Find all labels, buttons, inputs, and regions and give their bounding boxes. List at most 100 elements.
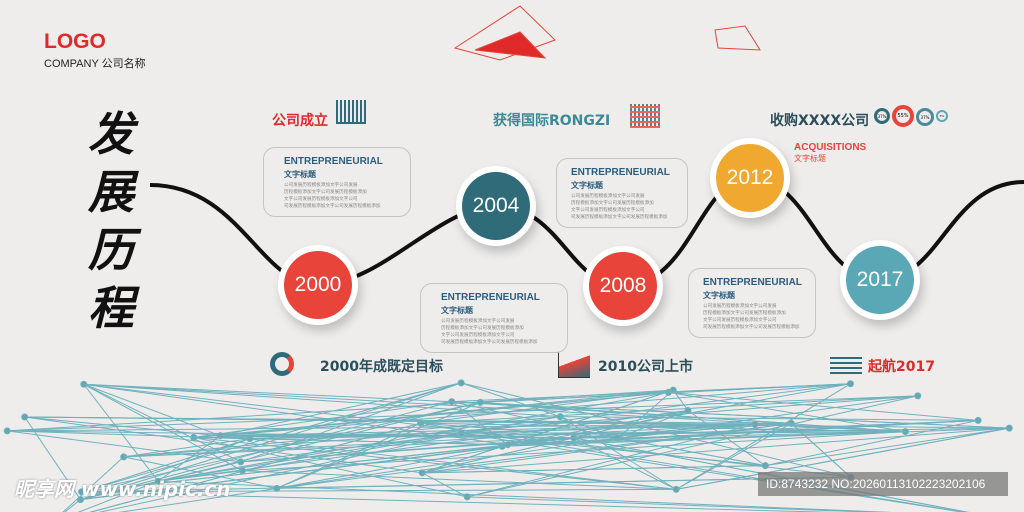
bubble-line: 司发展历程模板添加文字公司发展历程模板添加 xyxy=(703,325,800,330)
bubble-line: 公司发展历程模板添加文字公司发展 xyxy=(284,183,358,188)
area-chart-icon xyxy=(558,352,590,378)
network-line xyxy=(242,470,677,490)
bubble-title: ENTREPRENEURIAL xyxy=(703,277,802,288)
network-line xyxy=(276,476,851,489)
bubble-subtitle: 文字标题 xyxy=(703,291,735,300)
network-line xyxy=(83,383,561,418)
network-line xyxy=(560,416,979,421)
donut: 37% xyxy=(916,108,934,126)
text-bubble: ENTREPRENEURIAL 文字标题 公司发展历程模板添加文字公司发展历程模板… xyxy=(420,283,568,353)
network-line xyxy=(480,401,906,433)
network-line xyxy=(220,435,677,490)
network-node xyxy=(914,392,922,400)
network-line xyxy=(249,438,508,446)
year-label: 2017 xyxy=(846,246,914,314)
network-line xyxy=(668,391,979,421)
network-line xyxy=(80,438,251,501)
network-line xyxy=(83,383,221,437)
donut: 55% xyxy=(892,105,914,127)
network-line xyxy=(83,383,241,463)
network-line xyxy=(123,456,277,489)
bubble-line: 文字公司发展历程模板添加文字公司 xyxy=(703,318,777,323)
bubble-line: 历程模板添加文字公司发展历程模板添加 xyxy=(441,326,524,331)
network-line xyxy=(451,383,851,403)
network-line xyxy=(158,391,669,482)
network-line xyxy=(64,499,81,512)
network-node xyxy=(761,462,769,470)
milestone-2017[interactable]: 2017 xyxy=(840,240,920,320)
bubble-line: 公司发展历程模板添加文字公司发展 xyxy=(441,319,515,324)
bubble-line: 公司发展历程模板添加文字公司发展 xyxy=(571,194,645,199)
donut: 3% xyxy=(936,110,948,122)
network-line xyxy=(220,422,792,437)
donut: 37% xyxy=(874,108,890,124)
network-node xyxy=(846,380,854,388)
network-line xyxy=(467,423,756,498)
network-line xyxy=(754,423,906,433)
network-line xyxy=(81,488,677,493)
red-polygon-decoration xyxy=(453,5,761,61)
network-line xyxy=(276,422,792,489)
network-line xyxy=(81,491,837,512)
network-line xyxy=(467,496,880,512)
bubble-line: 公司发展历程模板添加文字公司发展 xyxy=(703,304,777,309)
network-line xyxy=(220,383,851,437)
network-line xyxy=(83,383,243,472)
watermark: 昵享网 www.nipic.cn xyxy=(14,477,231,501)
network-line xyxy=(193,436,677,490)
bubble-line: 历程模板添加文字公司发展历程模板添加 xyxy=(284,190,367,195)
network-line xyxy=(276,437,618,489)
network-line xyxy=(118,487,277,512)
network-line xyxy=(507,431,906,446)
network-line xyxy=(158,480,892,512)
network-line xyxy=(83,383,1010,429)
network-line xyxy=(687,410,766,467)
logo: LOGO xyxy=(44,30,106,53)
acquisitions-title: ACQUISITIONS xyxy=(794,142,867,153)
acquisitions-label: ACQUISITIONS 文字标题 xyxy=(794,142,866,164)
network-line xyxy=(422,427,1010,474)
bar-list-icon xyxy=(830,354,862,374)
company-name: COMPANY 公司名称 xyxy=(44,58,146,70)
network-line xyxy=(675,383,851,490)
network-line xyxy=(77,480,159,512)
network-line xyxy=(123,416,561,458)
page-title: 发展历程 xyxy=(88,107,134,335)
network-line xyxy=(81,382,462,493)
bubble-title: ENTREPRENEURIAL xyxy=(441,292,540,303)
network-line xyxy=(193,401,452,438)
network-line xyxy=(461,432,965,512)
donut-stats: 37% 55% 37% 3% xyxy=(874,105,948,127)
network-line xyxy=(765,419,979,467)
network-line xyxy=(765,427,1010,467)
heading-acquisition: 收购XXXX公司 xyxy=(770,113,870,129)
network-line xyxy=(158,416,561,482)
heading-founded: 公司成立 xyxy=(272,113,328,129)
network-line xyxy=(83,383,508,446)
milestone-2004[interactable]: 2004 xyxy=(456,166,536,246)
heading-financing: 获得国际RONGZI xyxy=(493,113,611,129)
network-line xyxy=(7,430,241,463)
network-line xyxy=(7,423,755,432)
bubble-line: 司发展历程模板添加文字公司发展历程模板添加 xyxy=(284,204,381,209)
network-line xyxy=(791,423,852,478)
milestone-2012[interactable]: 2012 xyxy=(710,138,790,218)
network-line xyxy=(461,431,906,434)
bubble-line: 司发展历程模板添加文字公司发展历程模板添加 xyxy=(571,215,668,220)
image-id-badge: ID:8743232 NO:20260113102223202106 xyxy=(758,472,1008,496)
bubble-line: 文字公司发展历程模板添加文字公司 xyxy=(571,208,645,213)
network-line xyxy=(83,383,159,482)
bubble-line: 历程模板添加文字公司发展历程模板添加 xyxy=(571,201,654,206)
network-line xyxy=(420,395,918,424)
network-line xyxy=(7,430,250,440)
network-line xyxy=(276,383,851,489)
milestone-2008[interactable]: 2008 xyxy=(583,246,663,326)
network-line xyxy=(422,465,766,474)
milestone-2000[interactable]: 2000 xyxy=(278,245,358,325)
network-line xyxy=(220,382,462,437)
bubble-subtitle: 文字标题 xyxy=(441,306,473,315)
bubble-subtitle: 文字标题 xyxy=(284,170,316,179)
